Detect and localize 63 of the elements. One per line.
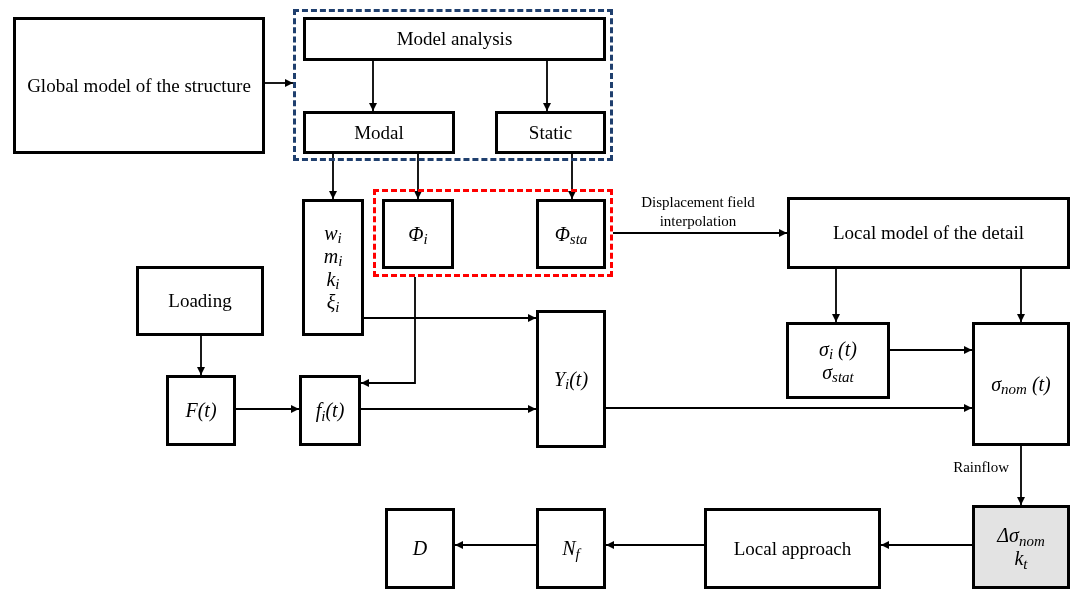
variable-box (299, 375, 361, 446)
math-label: Y$_{i}$(t) (553, 367, 589, 391)
node-label: Local model of the detail (832, 221, 1025, 245)
math-label: k$_{i}$ (326, 267, 340, 291)
math-label: Φ$_{sta}$ (554, 222, 588, 246)
process-box (495, 111, 606, 154)
math-label: Δσ$_{nom}$ (997, 524, 1045, 547)
variable-box (786, 322, 890, 399)
math-label: σ$_{stat}$ (822, 360, 854, 384)
arrow (1017, 268, 1025, 323)
variable-box (536, 310, 606, 448)
math-label: σ$_{nom}$ (t) (991, 372, 1051, 396)
math-label: f$_{i}$(t) (315, 399, 345, 422)
node-label: Model analysis (395, 27, 514, 51)
node-label: Static (527, 120, 574, 145)
arrow (360, 405, 537, 413)
arrow (414, 153, 422, 200)
math-label: ξ$_{i}$ (326, 290, 340, 314)
dashed-group-box (373, 189, 613, 277)
node-label: Loading (167, 289, 233, 313)
arrow (568, 153, 576, 200)
arrow (1017, 445, 1025, 506)
math-label: N$_{f}$ (562, 537, 580, 560)
process-box (13, 17, 265, 154)
arrow (329, 153, 337, 200)
process-box (303, 17, 606, 61)
arrow (612, 229, 788, 237)
math-label: σ$_{i}$ (t) (819, 337, 857, 361)
node-label: Local approach (732, 536, 853, 561)
process-box (787, 197, 1070, 269)
arrow (605, 541, 705, 549)
math-label: F(t) (185, 399, 217, 422)
variable-box (536, 508, 606, 589)
arrow (363, 314, 537, 322)
dashed-group-box (293, 9, 613, 161)
math-label: k$_{t}$ (1014, 547, 1028, 570)
arrow (889, 346, 973, 354)
math-label: Φ$_{i}$ (408, 222, 428, 246)
math-label: m$_{i}$ (323, 244, 343, 268)
variable-box (972, 505, 1070, 589)
process-box (704, 508, 881, 589)
arrow (832, 268, 840, 323)
node-label: Global model of the structure (26, 73, 252, 98)
arrow (235, 405, 300, 413)
mode-shape-box (536, 199, 606, 269)
variable-box (972, 322, 1070, 446)
arrow (369, 60, 377, 112)
mode-shape-box (382, 199, 454, 269)
variable-box (385, 508, 455, 589)
process-box (303, 111, 455, 154)
math-label: w$_{i}$ (324, 221, 342, 245)
arrow (264, 79, 294, 87)
arrow (360, 276, 416, 387)
parameter-box (302, 199, 364, 336)
arrow (197, 335, 205, 376)
arrow (454, 541, 537, 549)
arrow (880, 541, 973, 549)
process-box (136, 266, 264, 336)
node-label: Modal (353, 120, 405, 145)
math-label: D (412, 537, 428, 560)
arrow (605, 404, 973, 412)
variable-box (166, 375, 236, 446)
arrow (543, 60, 551, 112)
